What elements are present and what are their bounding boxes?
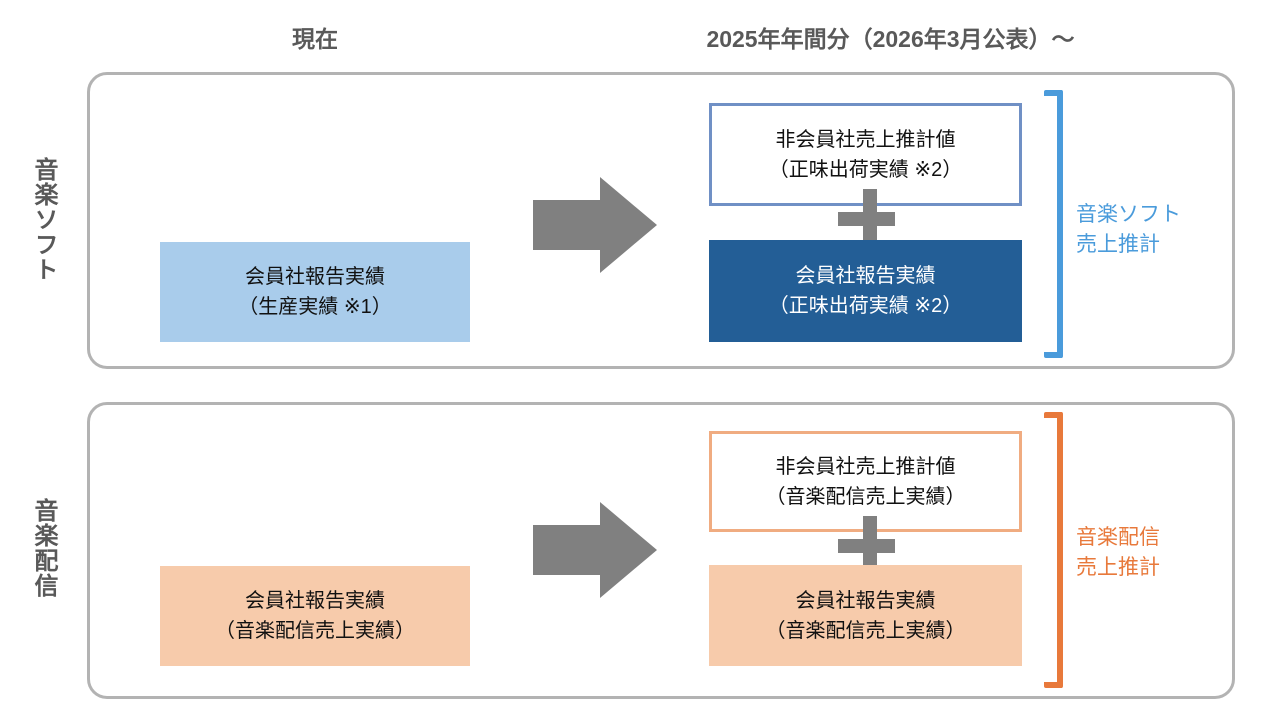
bracket-music-soft xyxy=(1044,90,1063,358)
box-text-line: 非会員社売上推計値 xyxy=(775,455,956,478)
member-report-box-future-soft: 会員社報告実績 （正味出荷実績 ※2） xyxy=(709,240,1022,342)
box-text-line: （生産実績 ※1） xyxy=(238,296,392,318)
bracket-label-line: 音楽配信 xyxy=(1076,526,1160,549)
box-text-line: （音楽配信売上実績） xyxy=(215,620,415,642)
member-report-box-current-soft: 会員社報告実績 （生産実績 ※1） xyxy=(160,242,470,342)
member-report-box-current-dist: 会員社報告実績 （音楽配信売上実績） xyxy=(160,566,470,666)
box-text-line: （音楽配信売上実績） xyxy=(765,485,966,508)
box-text-line: 会員社報告実績 xyxy=(245,590,385,612)
plus-icon xyxy=(838,189,895,249)
bracket-label-music-soft: 音楽ソフト 売上推計 xyxy=(1076,200,1196,260)
box-text-line: （音楽配信売上実績） xyxy=(765,619,966,642)
side-label-music-distribution: 音楽配信 xyxy=(30,498,57,598)
column-header-current: 現在 xyxy=(292,26,338,52)
bracket-music-distribution xyxy=(1044,412,1063,688)
member-report-box-future-dist: 会員社報告実績 （音楽配信売上実績） xyxy=(709,565,1022,666)
box-text-line: 会員社報告実績 xyxy=(795,589,936,612)
box-text-line: （正味出荷実績 ※2） xyxy=(768,295,963,317)
box-text-line: （正味出荷実績 ※2） xyxy=(768,158,963,181)
side-label-music-soft: 音楽ソフト xyxy=(30,157,57,282)
plus-icon xyxy=(838,516,895,576)
bracket-label-line: 売上推計 xyxy=(1076,233,1160,256)
box-text-line: 非会員社売上推計値 xyxy=(775,128,956,151)
box-text-line: 会員社報告実績 xyxy=(245,266,385,288)
bracket-label-line: 音楽ソフト xyxy=(1076,203,1181,226)
plus-horizontal-bar xyxy=(838,539,895,553)
arrow-right-icon xyxy=(533,502,657,598)
bracket-label-music-distribution: 音楽配信 売上推計 xyxy=(1076,523,1196,583)
arrow-right-icon xyxy=(533,177,657,273)
bracket-label-line: 売上推計 xyxy=(1076,556,1160,579)
column-header-future: 2025年年間分（2026年3月公表）～ xyxy=(706,26,1075,52)
plus-horizontal-bar xyxy=(838,212,895,226)
non-member-estimate-box-dist: 非会員社売上推計値 （音楽配信売上実績） xyxy=(709,431,1022,532)
box-text-line: 会員社報告実績 xyxy=(795,265,936,287)
